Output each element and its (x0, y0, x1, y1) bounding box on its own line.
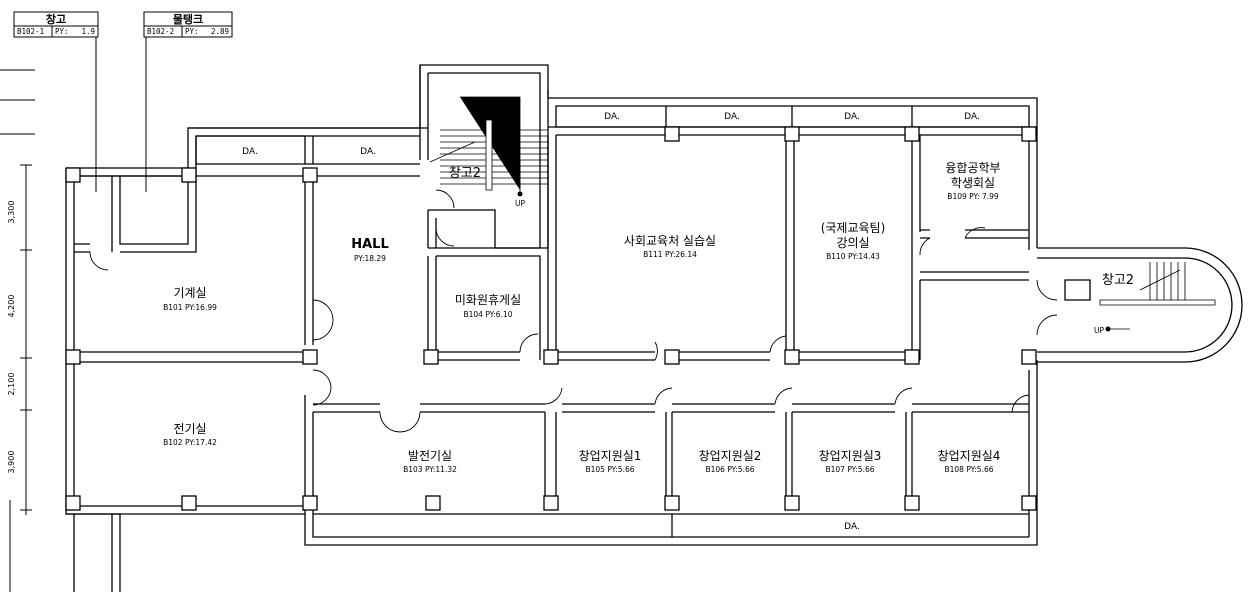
tag1-py-label: PY: (55, 27, 69, 36)
room-109-info: B109 PY: 7.99 (947, 192, 999, 201)
room-108-info: B108 PY:5.66 (944, 465, 993, 474)
stair-west-label: 창고2 (449, 166, 481, 181)
room-109-name1: 융합공학부 (945, 161, 1000, 175)
room-105-name: 창업지원실1 (579, 449, 642, 463)
tag1-code: B102-1 (17, 27, 44, 36)
room-111-info: B111 PY:26.14 (643, 250, 697, 259)
room-110-name2: 강의실 (836, 236, 869, 250)
tag2-py-label: PY: (185, 27, 199, 36)
room-102-info: B102 PY:17.42 (163, 438, 217, 447)
da-2: DA. (360, 147, 376, 157)
dim-3: 2,100 (7, 373, 16, 396)
room-107-name: 창업지원실3 (819, 449, 882, 463)
hall-name: HALL (351, 237, 389, 252)
da-6: DA. (964, 112, 980, 122)
tag1-title: 창고 (46, 12, 66, 26)
dim-1: 3,300 (7, 201, 16, 224)
room-101-name: 기계실 (173, 286, 206, 300)
room-107-info: B107 PY:5.66 (825, 465, 874, 474)
da-3: DA. (604, 112, 620, 122)
room-104-info: B104 PY:6.10 (463, 310, 512, 319)
room-104-name: 미화원휴게실 (455, 293, 521, 307)
room-106-info: B106 PY:5.66 (705, 465, 754, 474)
dim-4: 3,900 (7, 451, 16, 474)
room-105-info: B105 PY:5.66 (585, 465, 634, 474)
da-7: DA. (844, 522, 860, 532)
room-103-info: B103 PY:11.32 (403, 465, 457, 474)
da-1: DA. (242, 147, 258, 157)
tag2-code: B102-2 (147, 27, 174, 36)
room-101-info: B101 PY:16.99 (163, 303, 217, 312)
room-102-name: 전기실 (173, 422, 206, 436)
stair-east-up: UP (1094, 326, 1104, 335)
hall-info: PY:18.29 (354, 254, 386, 263)
dim-2: 4,200 (7, 295, 16, 318)
room-106-name: 창업지원실2 (699, 449, 762, 463)
room-109-name2: 학생회실 (951, 176, 995, 190)
room-110-info: B110 PY:14.43 (826, 252, 880, 261)
stair-east-label: 창고2 (1102, 273, 1134, 288)
tag2-title: 물탱크 (173, 12, 203, 26)
room-111-name: 사회교육처 실습실 (624, 234, 716, 248)
stair-west-up: UP (515, 199, 525, 208)
tag1-py: 1.9 (81, 27, 95, 36)
tag2-py: 2.89 (211, 27, 229, 36)
da-4: DA. (724, 112, 740, 122)
room-108-name: 창업지원실4 (938, 449, 1001, 463)
da-5: DA. (844, 112, 860, 122)
room-103-name: 발전기실 (408, 449, 452, 463)
room-110-name1: (국제교육팀) (821, 221, 886, 235)
